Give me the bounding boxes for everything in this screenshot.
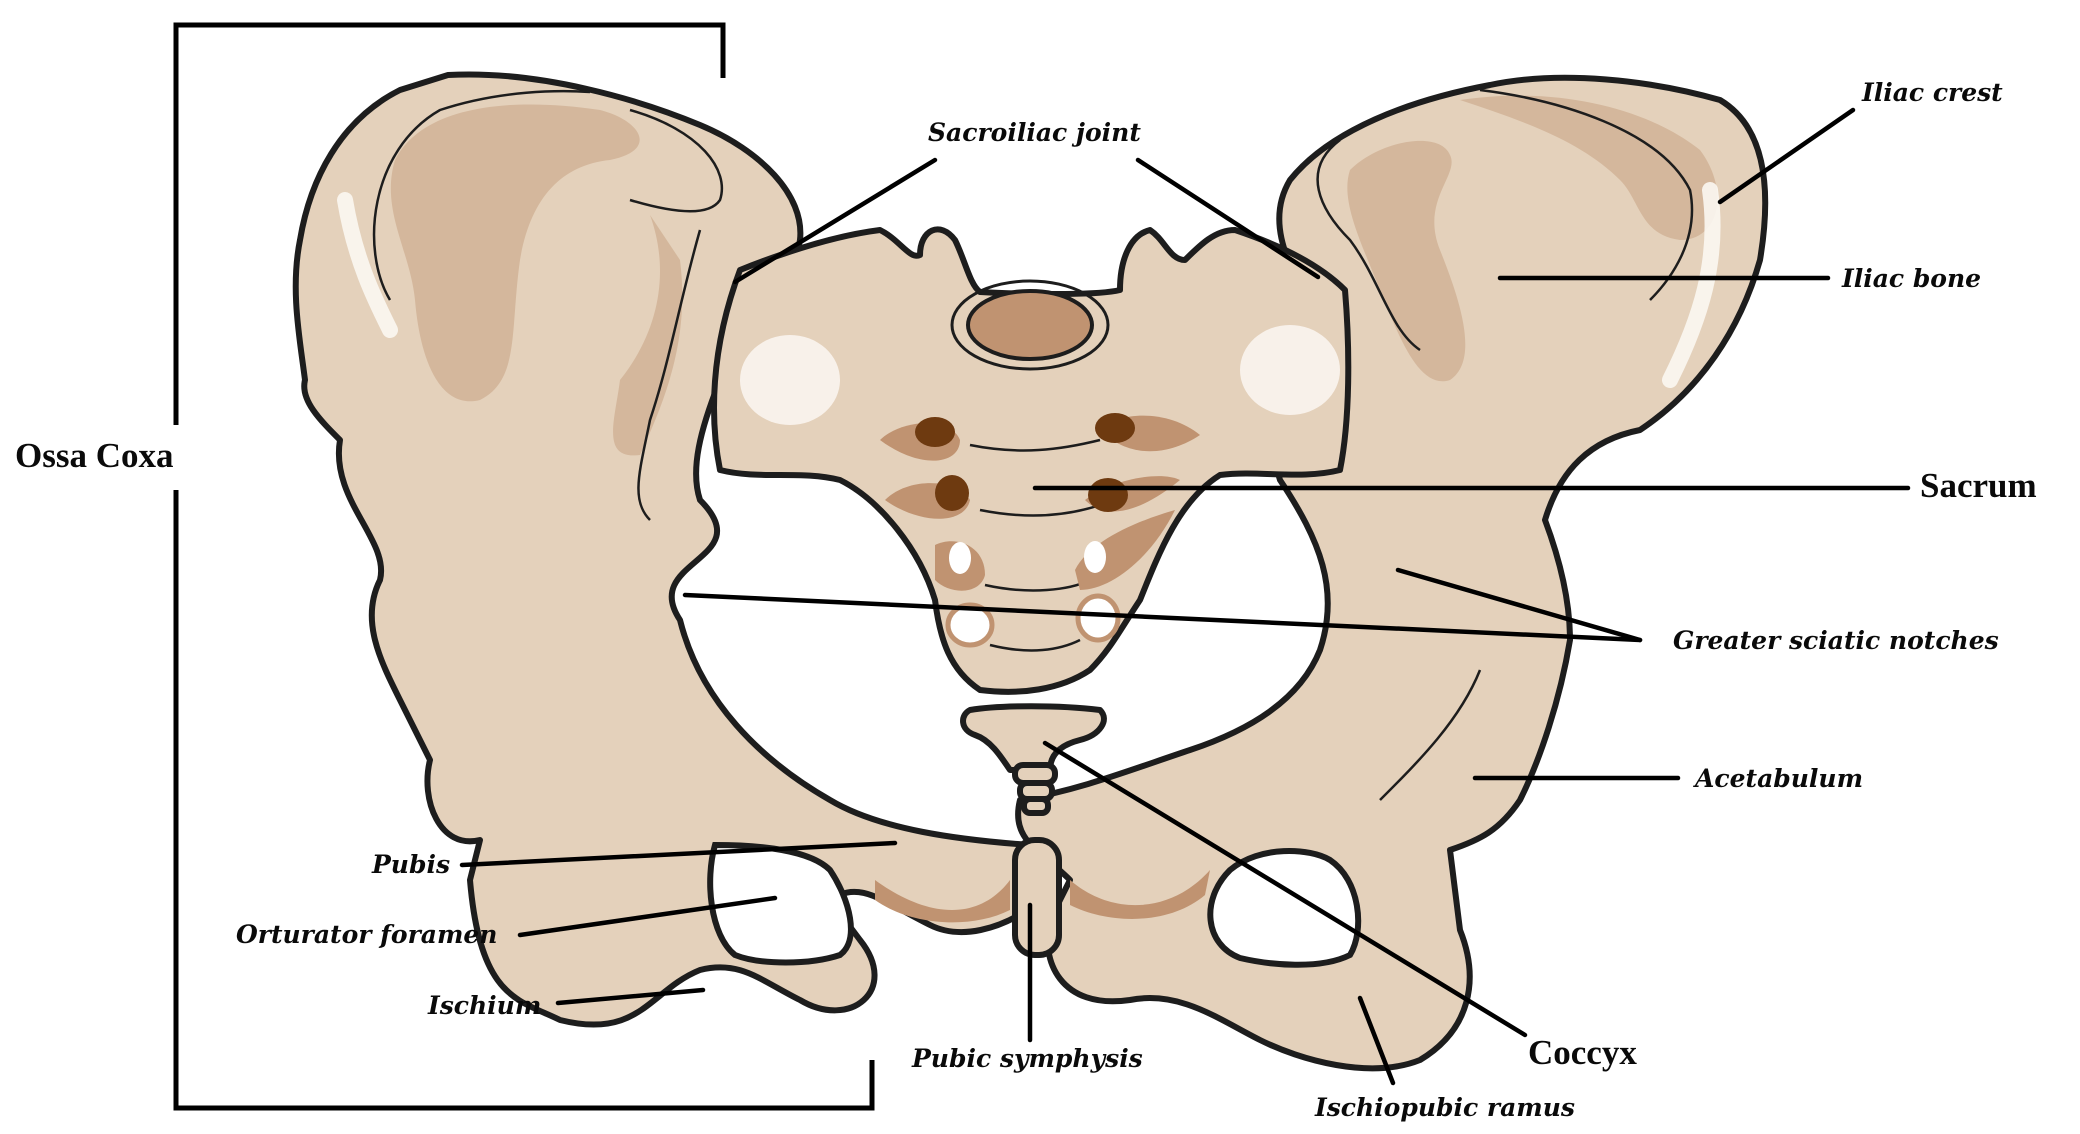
leader-coccyx: [1042, 740, 1528, 1038]
label-coccyx: Coccyx: [1528, 1033, 1637, 1072]
coccyx: [960, 703, 1107, 816]
label-obturator-foramen: Orturator foramen: [236, 920, 498, 949]
ossa-coxa-bracket: [173, 22, 875, 1111]
leader-ischium: [555, 987, 706, 1006]
leader-sacroiliac-right: [1135, 157, 1321, 280]
right-obturator-foramen: [1207, 848, 1362, 968]
label-sacroiliac-joint: Sacroiliac joint: [928, 118, 1141, 147]
label-ischiopubic-ramus: Ischiopubic ramus: [1315, 1093, 1575, 1122]
label-pubic-symphysis: Pubic symphysis: [912, 1044, 1143, 1073]
right-hip-bone: [1015, 74, 1769, 1072]
label-iliac-crest: Iliac crest: [1862, 78, 2003, 107]
sacrum: [711, 226, 1352, 695]
left-hip-bone: [292, 71, 1038, 1028]
leader-sciatic-right: [1395, 567, 1643, 643]
leader-ischiopubic: [1357, 995, 1396, 1086]
label-iliac-bone: Iliac bone: [1842, 264, 1982, 293]
label-pubis: Pubis: [372, 850, 451, 879]
pubic-symphysis: [875, 837, 1210, 958]
left-obturator-foramen: [707, 841, 854, 966]
leader-sciatic-left: [682, 592, 1643, 643]
label-greater-sciatic-notches: Greater sciatic notches: [1673, 626, 1999, 655]
leader-lines: [459, 107, 1911, 1086]
label-ischium: Ischium: [428, 991, 542, 1020]
leader-obturator: [517, 895, 778, 938]
leader-pubis: [459, 840, 898, 868]
leader-sacroiliac-left: [732, 157, 938, 285]
label-ossa-coxa: Ossa Coxa: [15, 436, 174, 475]
leader-iliac-crest: [1717, 107, 1856, 205]
label-acetabulum: Acetabulum: [1695, 764, 1864, 793]
label-sacrum: Sacrum: [1920, 466, 2037, 505]
